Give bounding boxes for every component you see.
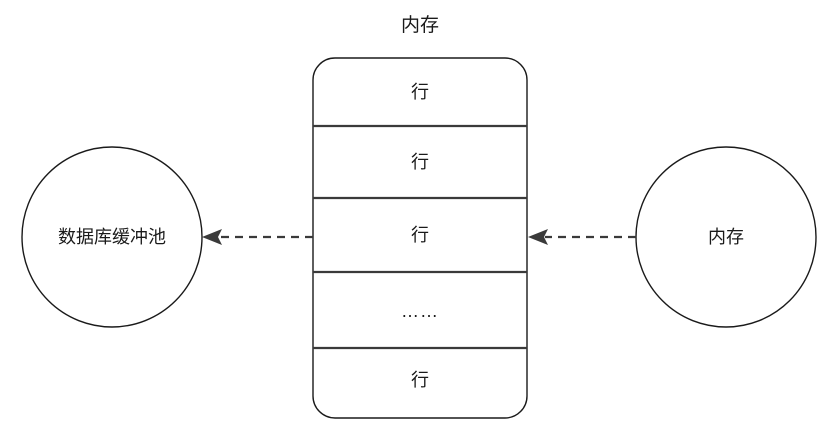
diagram-title: 内存 [401,14,439,36]
arrow-head-icon [528,229,548,245]
arrow-head-icon [202,229,222,245]
connector-table-to-buffer-pool [202,229,313,245]
node-memory-label: 内存 [708,227,744,247]
table-row-ellipsis: …… [401,301,439,321]
table-row: 行 [411,82,429,102]
table-row: 行 [411,152,429,172]
connector-memory-to-table [528,229,636,245]
table-row: 行 [411,225,429,245]
table-row: 行 [411,370,429,390]
node-buffer-pool-label: 数据库缓冲池 [58,227,166,247]
